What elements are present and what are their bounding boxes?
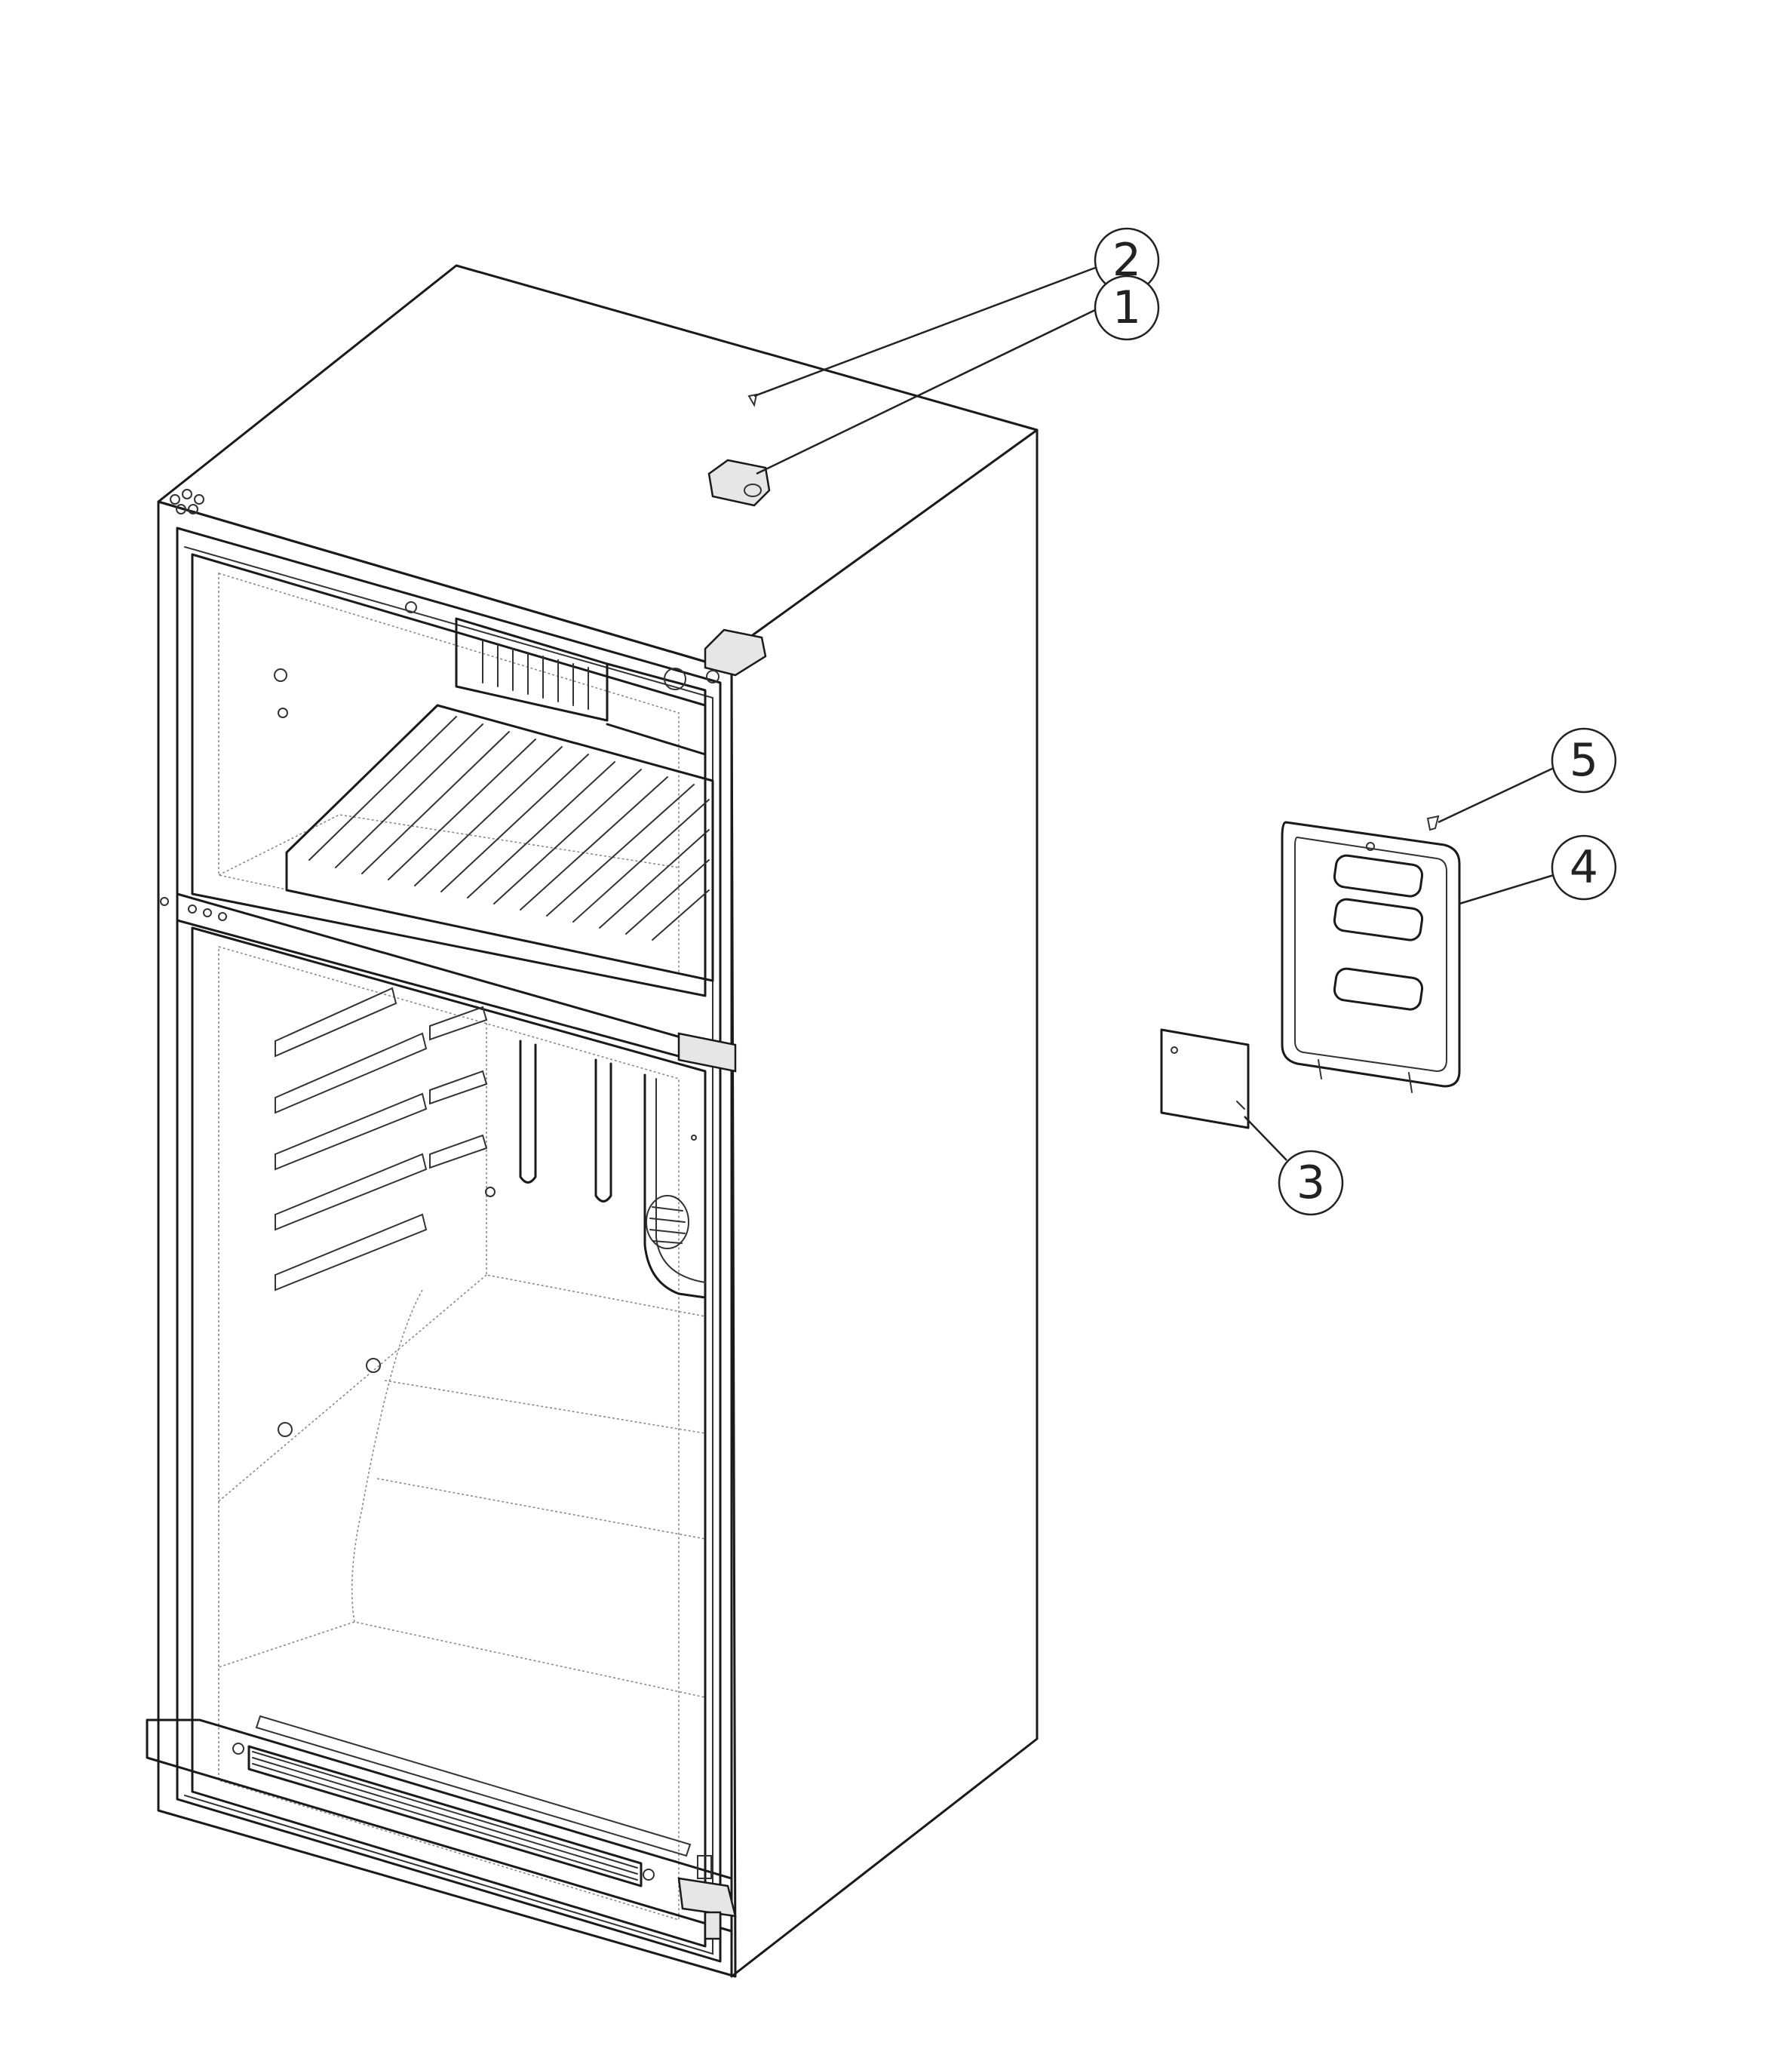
callout-3: 3 xyxy=(1278,1150,1344,1216)
freezer-wire-shelf xyxy=(285,704,714,982)
base-grille xyxy=(146,1718,733,1933)
panel-screw xyxy=(1426,815,1440,831)
control-vents xyxy=(170,489,204,514)
cover-sheet xyxy=(1160,1028,1250,1129)
evaporator-vent xyxy=(455,617,707,756)
callout-1: 1 xyxy=(1094,275,1160,341)
top-hinge-cap xyxy=(707,459,771,507)
refrigerator-cabinet xyxy=(146,264,1039,1978)
leveling-foot xyxy=(677,1855,737,1940)
callout-3-label: 3 xyxy=(1296,1156,1325,1209)
callout-4: 4 xyxy=(1551,834,1617,901)
air-ducts xyxy=(519,1040,707,1299)
top-screw xyxy=(747,393,758,407)
shelf-supports xyxy=(275,987,488,1291)
fan-grille xyxy=(646,1195,689,1249)
callout-5: 5 xyxy=(1551,727,1617,794)
access-panel xyxy=(1281,821,1461,1093)
leader-lines xyxy=(753,266,1554,1161)
callout-5-label: 5 xyxy=(1570,734,1598,787)
callout-4-label: 4 xyxy=(1570,841,1598,894)
callout-1-label: 1 xyxy=(1112,281,1141,334)
